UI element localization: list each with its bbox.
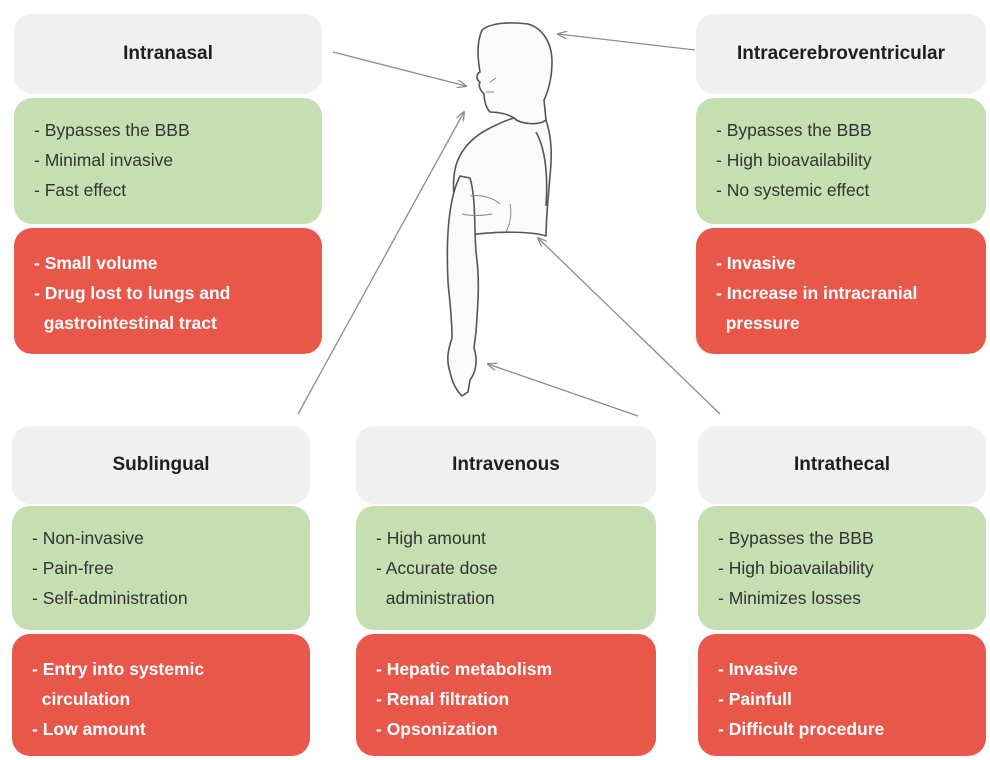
- sublingual-disadvantages: - Entry into systemic circulation - Low …: [12, 634, 310, 756]
- intravenous-title: Intravenous: [356, 426, 656, 504]
- intranasal-con-2: - Drug lost to lungs and: [34, 283, 231, 303]
- intrathecal-disadvantages: - Invasive - Painfull - Difficult proced…: [698, 634, 986, 756]
- intrathecal-pro-1: - Bypasses the BBB: [718, 528, 874, 548]
- arrow-intracerebroventricular: [558, 34, 696, 51]
- icv-con-3: pressure: [716, 313, 800, 333]
- intracerebroventricular-disadvantages: - Invasive - Increase in intracranial pr…: [696, 228, 986, 354]
- intrathecal-con-3: - Difficult procedure: [718, 719, 885, 739]
- intranasal-title: Intranasal: [14, 14, 322, 94]
- sublingual-con-2: circulation: [32, 689, 131, 709]
- intrathecal-title: Intrathecal: [698, 426, 986, 504]
- intravenous-con-1: - Hepatic metabolism: [376, 659, 553, 679]
- intracerebroventricular-advantages: - Bypasses the BBB - High bioavailabilit…: [696, 98, 986, 224]
- icv-pro-3: - No systemic effect: [716, 180, 870, 200]
- intranasal-pro-2: - Minimal invasive: [34, 150, 174, 170]
- intranasal-pro-3: - Fast effect: [34, 180, 127, 200]
- intranasal-pro-1: - Bypasses the BBB: [34, 120, 190, 140]
- intranasal-con-1: - Small volume: [34, 253, 158, 273]
- human-silhouette: [446, 22, 553, 397]
- intravenous-disadvantages: - Hepatic metabolism - Renal filtration …: [356, 634, 656, 756]
- sublingual-advantages: - Non-invasive - Pain-free - Self-admini…: [12, 506, 310, 630]
- intrathecal-advantages: - Bypasses the BBB - High bioavailabilit…: [698, 506, 986, 630]
- sublingual-title: Sublingual: [12, 426, 310, 504]
- intranasal-disadvantages: - Small volume - Drug lost to lungs and …: [14, 228, 322, 354]
- intranasal-con-3: gastrointestinal tract: [34, 313, 217, 333]
- icv-con-2: - Increase in intracranial: [716, 283, 918, 303]
- arrow-intrathecal: [538, 238, 721, 415]
- intravenous-advantages: - High amount - Accurate dose administra…: [356, 506, 656, 630]
- intracerebroventricular-title: Intracerebroventricular: [696, 14, 986, 94]
- arrow-intranasal: [332, 51, 466, 86]
- sublingual-pro-3: - Self-administration: [32, 588, 188, 608]
- intravenous-pro-2: - Accurate dose: [376, 558, 498, 578]
- intrathecal-pro-2: - High bioavailability: [718, 558, 874, 578]
- intrathecal-con-1: - Invasive: [718, 659, 798, 679]
- intravenous-pro-3: administration: [376, 588, 495, 608]
- intrathecal-con-2: - Painfull: [718, 689, 792, 709]
- intravenous-con-3: - Opsonization: [376, 719, 498, 739]
- sublingual-con-3: - Low amount: [32, 719, 146, 739]
- intrathecal-pro-3: - Minimizes losses: [718, 588, 861, 608]
- arrow-sublingual: [297, 112, 464, 415]
- intravenous-con-2: - Renal filtration: [376, 689, 510, 709]
- route-arrows: [297, 34, 721, 417]
- sublingual-con-1: - Entry into systemic: [32, 659, 205, 679]
- intranasal-advantages: - Bypasses the BBB - Minimal invasive - …: [14, 98, 322, 224]
- icv-pro-2: - High bioavailability: [716, 150, 872, 170]
- intravenous-pro-1: - High amount: [376, 528, 486, 548]
- icv-pro-1: - Bypasses the BBB: [716, 120, 872, 140]
- arrow-intravenous: [488, 364, 639, 417]
- sublingual-pro-1: - Non-invasive: [32, 528, 144, 548]
- icv-con-1: - Invasive: [716, 253, 796, 273]
- sublingual-pro-2: - Pain-free: [32, 558, 114, 578]
